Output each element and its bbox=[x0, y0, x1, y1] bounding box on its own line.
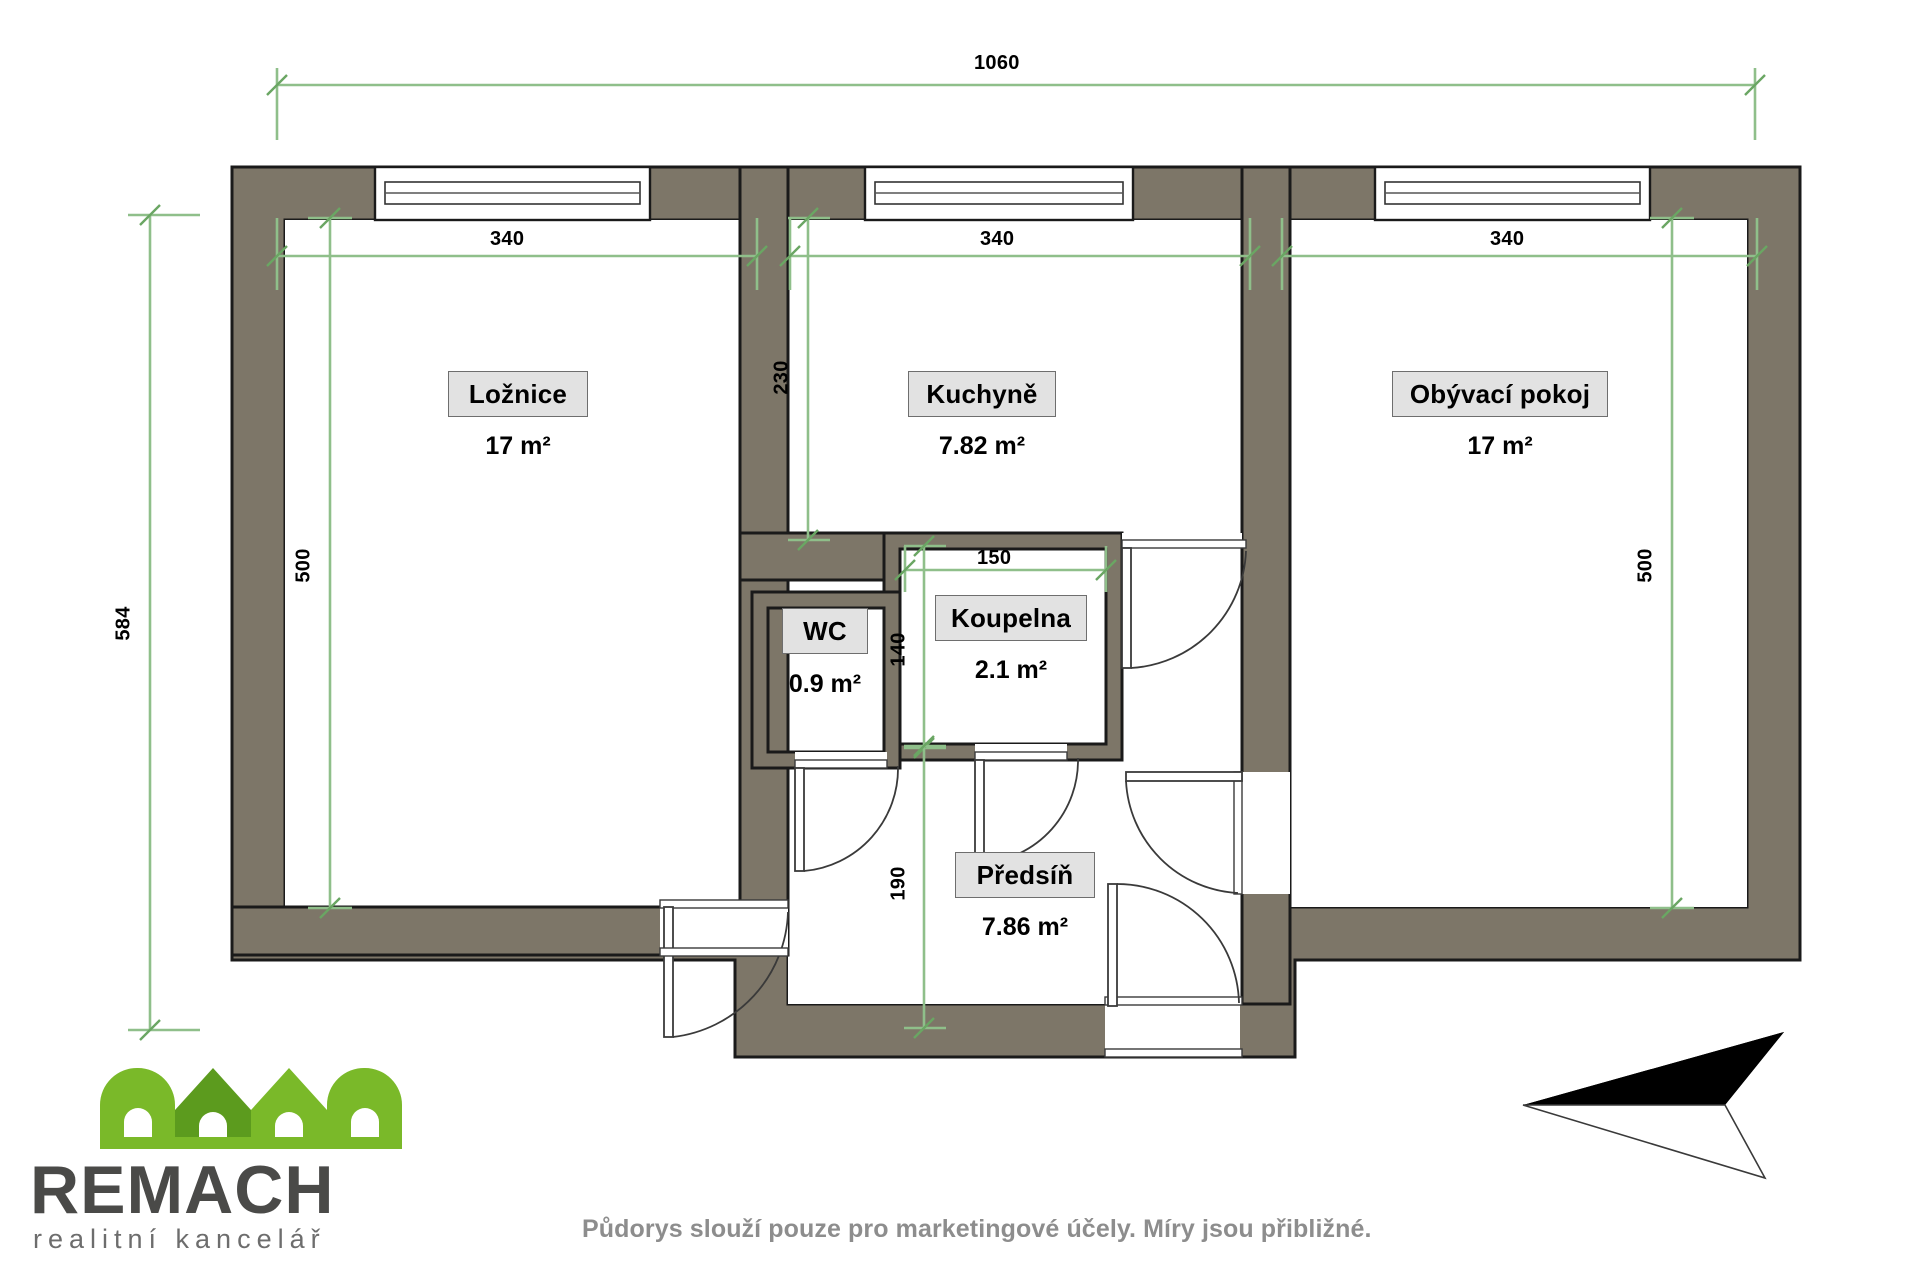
remach-logo-mark bbox=[99, 1067, 402, 1149]
room-name-kuchyne: Kuchyně bbox=[926, 378, 1038, 409]
north-arrow-icon bbox=[1522, 1032, 1784, 1180]
logo-wordmark: REMACH bbox=[30, 1152, 335, 1228]
door-kuchyne bbox=[1121, 533, 1247, 669]
room-area-value-obyvaci-pokoj: 17 m² bbox=[1467, 432, 1533, 460]
dimension-overall-width: 1060 bbox=[974, 52, 1020, 75]
room-area-value-loznice: 17 m² bbox=[485, 432, 551, 460]
dimension-obyvaci-depth: 500 bbox=[1635, 544, 1658, 588]
room-area-wc: 0.9 m² bbox=[772, 670, 878, 699]
room-label-kuchyne: Kuchyně bbox=[908, 371, 1056, 417]
room-area-kuchyne: 7.82 m² bbox=[908, 432, 1056, 461]
door-entrance bbox=[1104, 883, 1243, 1058]
dimension-kuchyne-depth-value: 230 bbox=[770, 360, 793, 395]
dimension-loznice-depth-value: 500 bbox=[292, 548, 315, 583]
logo-tagline: realitní kancelář bbox=[33, 1224, 326, 1254]
room-area-obyvaci-pokoj: 17 m² bbox=[1392, 432, 1608, 461]
dimension-predsin-depth: 190 bbox=[888, 862, 911, 906]
room-name-predsin: Předsíň bbox=[976, 859, 1074, 890]
room-label-obyvaci-pokoj: Obývací pokoj bbox=[1392, 371, 1608, 417]
room-label-wc: WC bbox=[782, 608, 868, 654]
room-area-value-kuchyne: 7.82 m² bbox=[938, 432, 1026, 460]
dimension-kuchyne-width: 340 bbox=[980, 228, 1014, 251]
dimension-koupelna-width: 150 bbox=[977, 547, 1011, 570]
dimension-loznice-depth: 500 bbox=[293, 544, 316, 588]
dimension-overall-width-value: 1060 bbox=[974, 52, 1020, 74]
room-area-koupelna: 2.1 m² bbox=[935, 656, 1087, 685]
dimension-lines bbox=[128, 68, 1768, 1041]
dimension-obyvaci-width: 340 bbox=[1490, 228, 1524, 251]
room-area-value-predsin: 7.86 m² bbox=[981, 913, 1069, 941]
dimension-loznice-width-value: 340 bbox=[490, 228, 525, 250]
dimension-overall-height-value: 584 bbox=[112, 606, 135, 641]
remach-logo: REMACH realitní kancelář bbox=[30, 1068, 360, 1258]
room-name-koupelna: Koupelna bbox=[950, 602, 1072, 633]
dimension-overall-height: 584 bbox=[113, 602, 136, 646]
room-name-obyvaci-pokoj: Obývací pokoj bbox=[1409, 378, 1591, 409]
room-name-wc: WC bbox=[803, 615, 847, 646]
dimension-predsin-depth-value: 190 bbox=[887, 866, 910, 901]
room-label-predsin: Předsíň bbox=[955, 852, 1095, 898]
dimension-obyvaci-depth-value: 500 bbox=[1634, 548, 1657, 583]
dimension-koupelna-depth: 140 bbox=[888, 628, 911, 672]
room-area-loznice: 17 m² bbox=[448, 432, 588, 461]
room-area-predsin: 7.86 m² bbox=[955, 913, 1095, 942]
dimension-kuchyne-depth: 230 bbox=[771, 356, 794, 400]
dimension-obyvaci-width-value: 340 bbox=[1490, 228, 1525, 250]
window-loznice bbox=[373, 165, 652, 222]
dimension-koupelna-depth-value: 140 bbox=[887, 632, 910, 667]
room-label-loznice: Ložnice bbox=[448, 371, 588, 417]
dimension-kuchyne-width-value: 340 bbox=[980, 228, 1015, 250]
window-kuchyne bbox=[863, 165, 1135, 222]
disclaimer-caption-text: Půdorys slouží pouze pro marketingové úč… bbox=[582, 1215, 1372, 1243]
dimension-loznice-width: 340 bbox=[490, 228, 524, 251]
disclaimer-caption: Půdorys slouží pouze pro marketingové úč… bbox=[582, 1215, 1372, 1244]
room-name-loznice: Ložnice bbox=[468, 378, 568, 409]
room-label-koupelna: Koupelna bbox=[935, 595, 1087, 641]
door-wc bbox=[794, 752, 899, 872]
window-obyvaci bbox=[1373, 165, 1652, 222]
door-loznice bbox=[659, 899, 789, 1038]
room-area-value-wc: 0.9 m² bbox=[788, 670, 862, 698]
room-area-value-koupelna: 2.1 m² bbox=[974, 656, 1048, 684]
door-obyvaci bbox=[1125, 771, 1290, 895]
dimension-koupelna-width-value: 150 bbox=[977, 547, 1012, 569]
